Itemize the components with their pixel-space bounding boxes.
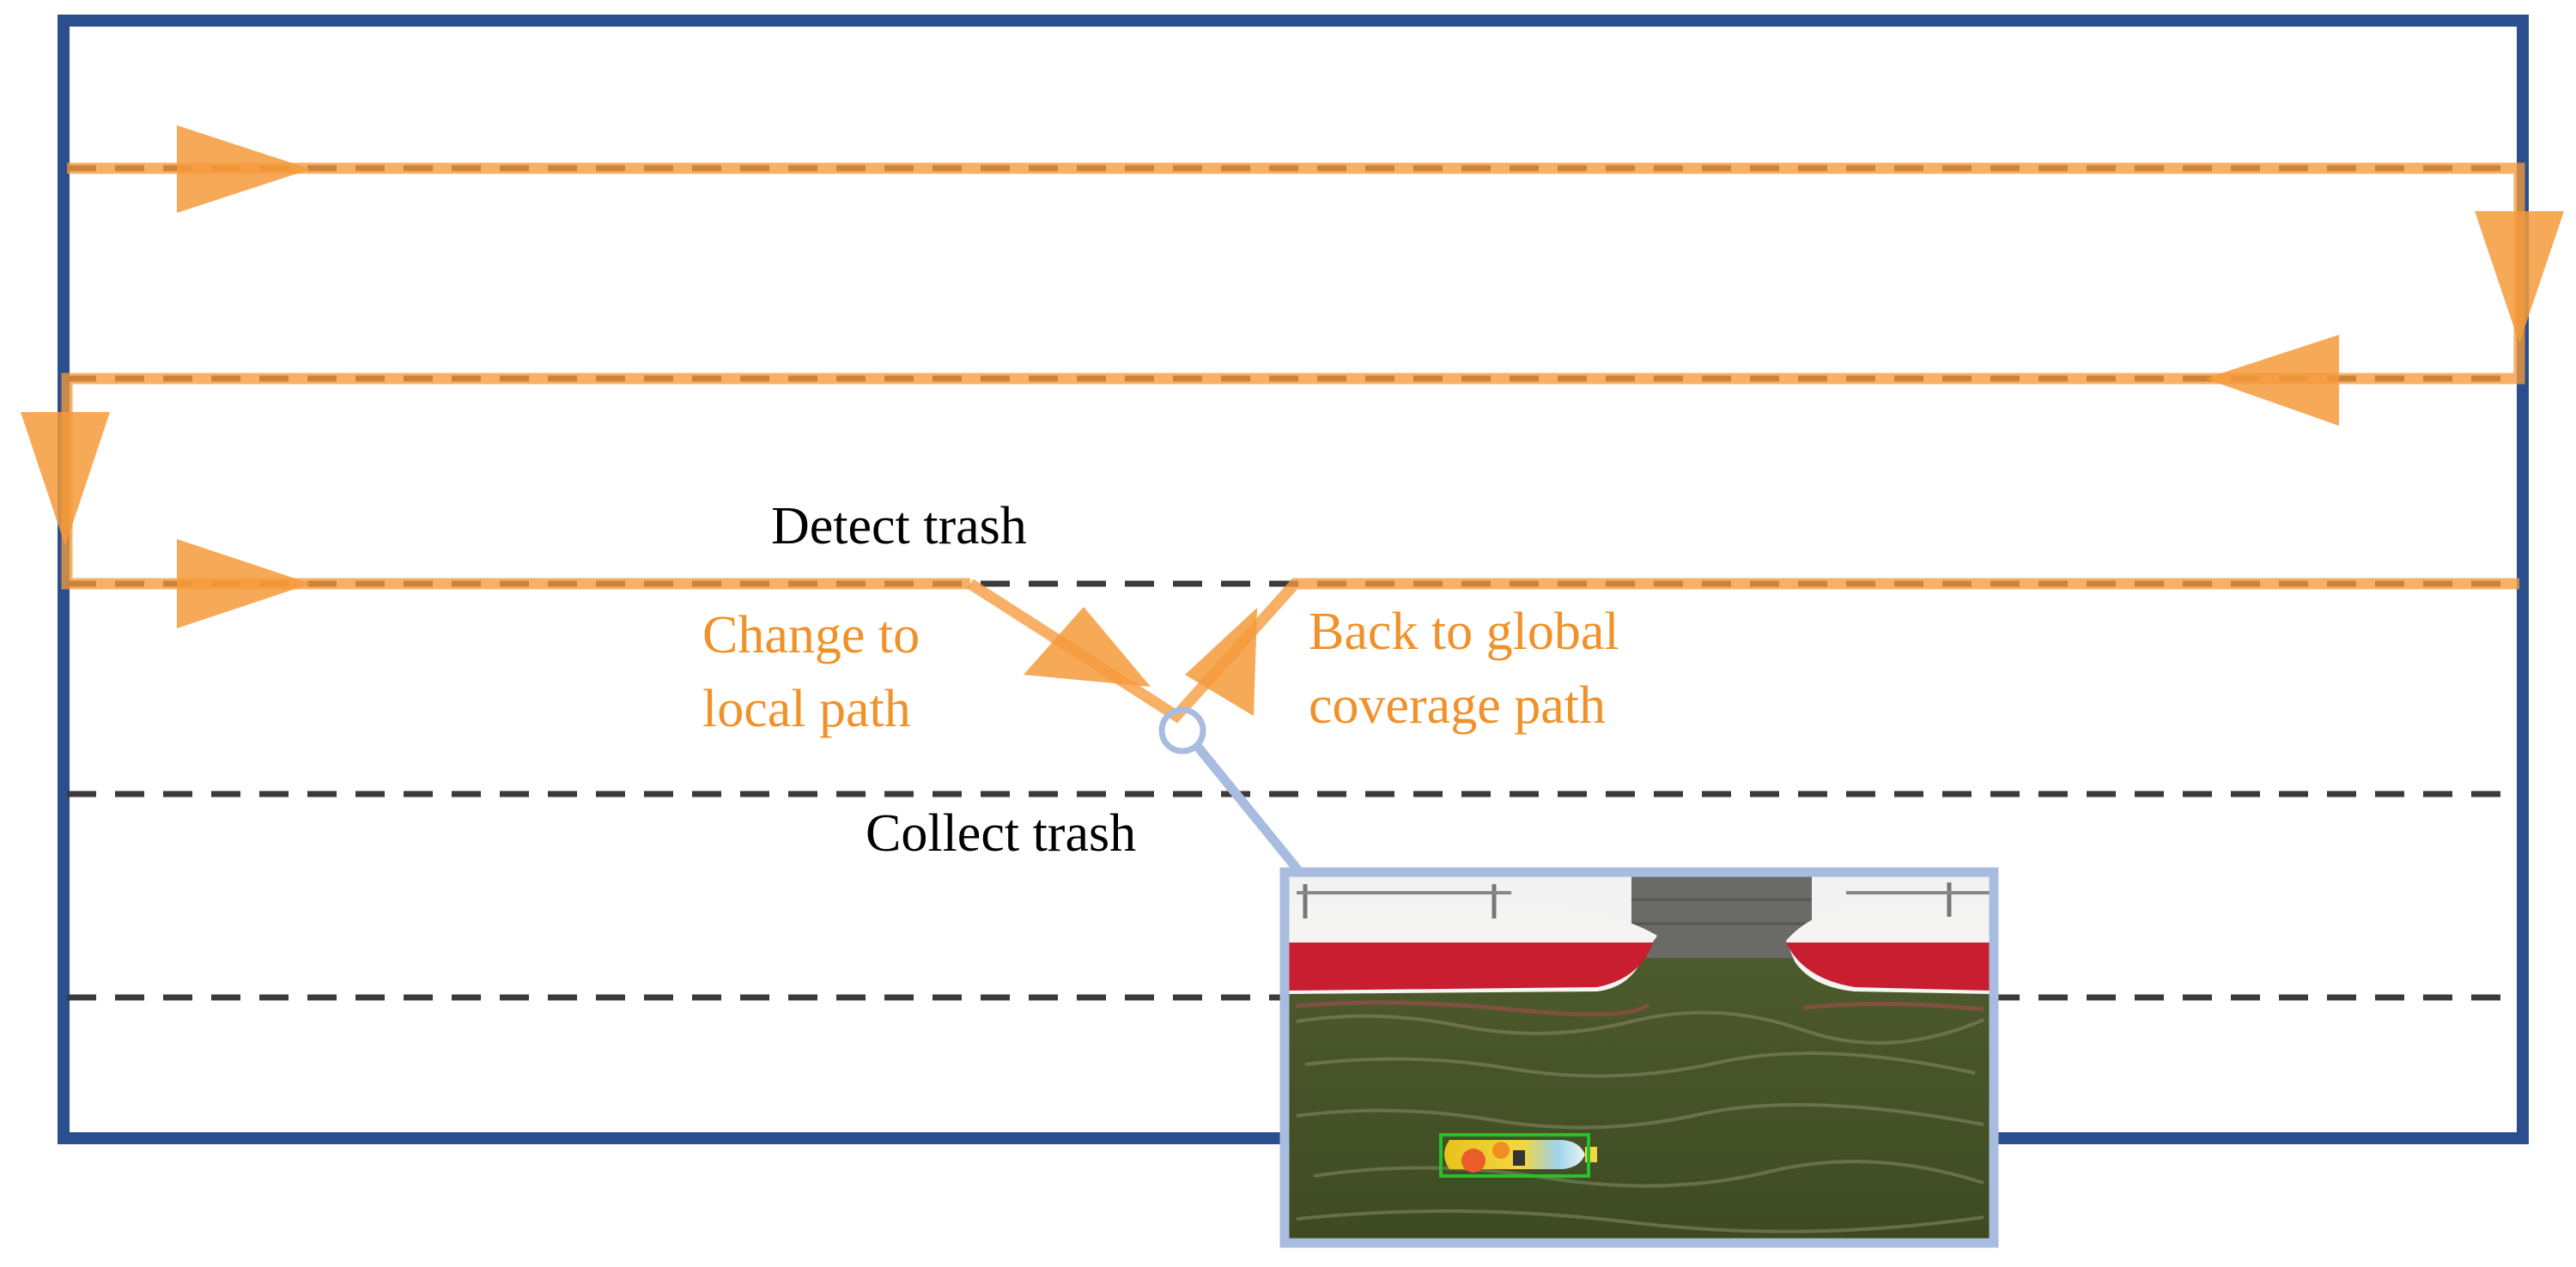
photo-frame [1279, 867, 1999, 1248]
change-to-local-path-label: Change to [702, 606, 920, 664]
callout-connector [1194, 743, 1303, 874]
arrow-down-right-icon [1024, 607, 1151, 687]
arrow-right-icon-2 [177, 539, 311, 628]
global-coverage-path [61, 162, 2525, 590]
arrow-down-icon-2 [21, 412, 110, 546]
back-to-global-label-2: coverage path [1309, 676, 1606, 735]
magnifier-circle [1158, 706, 1206, 755]
detection-bounding-box [1439, 1133, 1590, 1178]
path-arrows [21, 125, 2564, 716]
trash-detection-photo [1288, 876, 1990, 1240]
detect-trash-label: Detect trash [771, 497, 1027, 555]
change-to-local-path-label-2: local path [702, 680, 911, 738]
arrow-right-icon [177, 125, 311, 213]
arrow-left-icon [2205, 335, 2339, 426]
collect-trash-label: Collect trash [866, 804, 1136, 863]
arrow-up-right-icon [1185, 608, 1257, 716]
back-to-global-label: Back to global [1309, 603, 1619, 661]
coverage-path [61, 162, 2525, 724]
local-path-segment [967, 578, 2519, 724]
arrow-down-icon [2475, 211, 2564, 343]
